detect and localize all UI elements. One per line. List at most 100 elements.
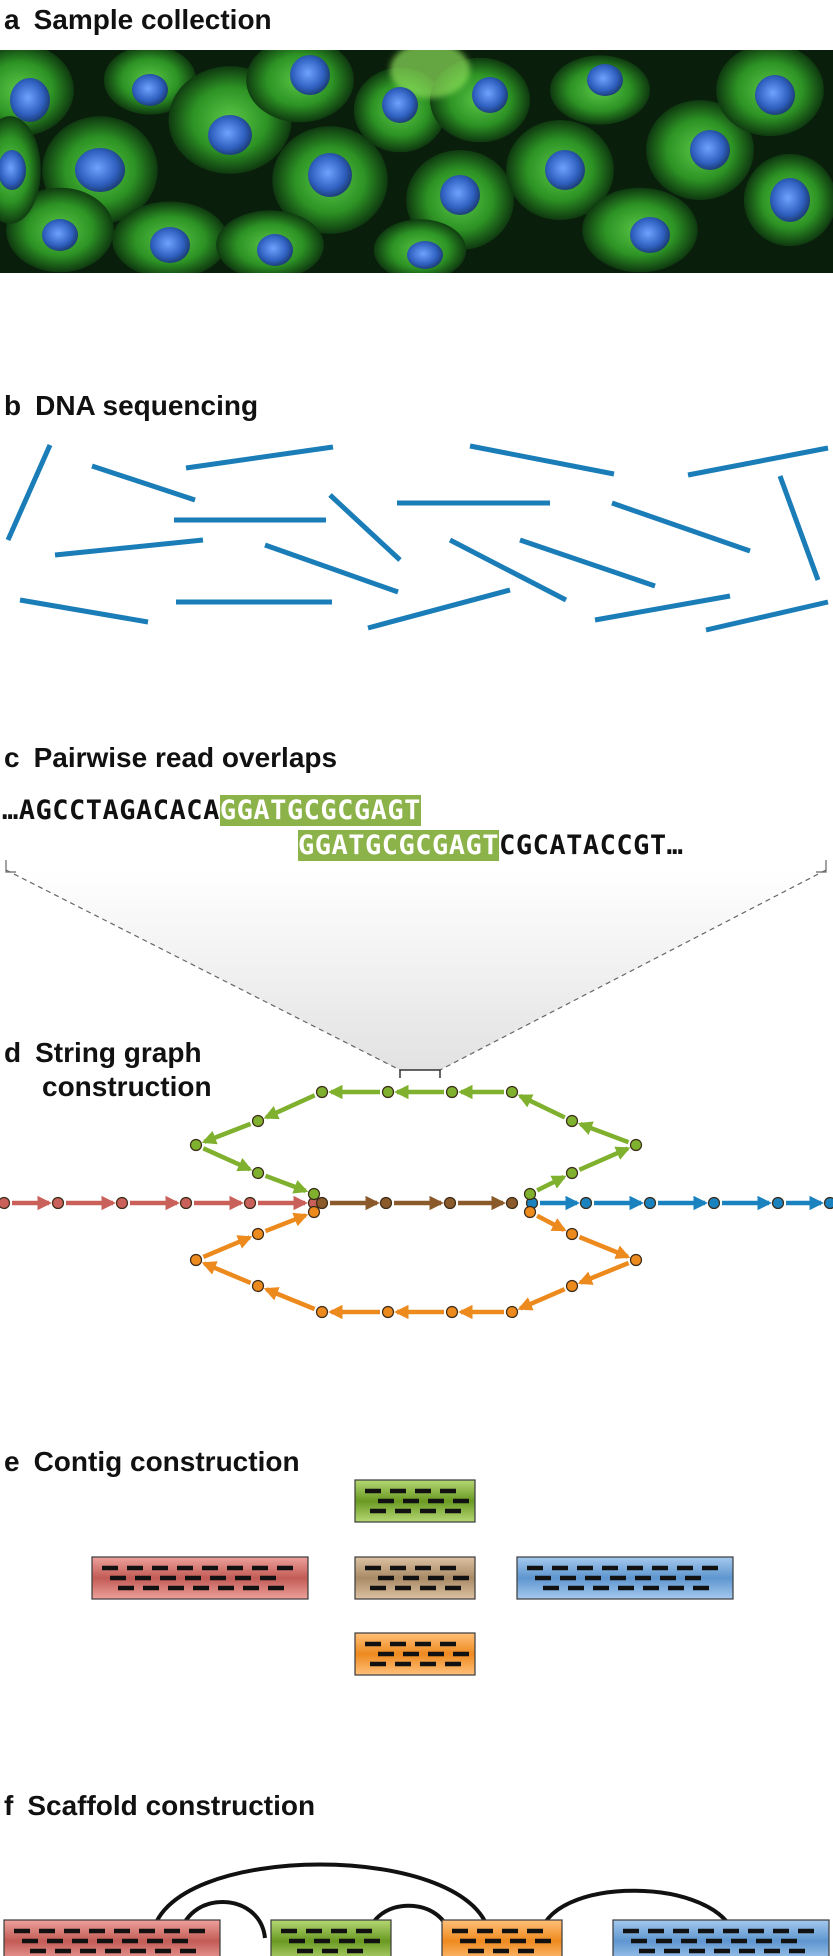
graph-node: [179, 1196, 193, 1210]
graph-node: [315, 1196, 329, 1210]
graph-edge: [264, 1173, 309, 1194]
cell-nucleus: [308, 153, 352, 197]
graph-node: [379, 1196, 393, 1210]
bracket-left: [5, 860, 16, 873]
sequencing-read: [519, 537, 656, 589]
panel-letter: c: [4, 742, 20, 773]
sequencing-read: [687, 445, 829, 478]
cell-nucleus: [587, 64, 623, 96]
cell-nucleus: [630, 217, 670, 253]
scaffold-link: [150, 1862, 492, 1939]
graph-edge: [517, 1093, 566, 1120]
scaffold-link: [538, 1888, 737, 1939]
graph-edge: [201, 1261, 252, 1285]
graph-node: [707, 1196, 721, 1210]
graph-node: [251, 1114, 265, 1128]
graph-edge: [263, 1287, 316, 1312]
cell-nucleus: [755, 75, 795, 115]
cell-nucleus: [472, 77, 508, 113]
cell-nucleus: [545, 150, 585, 190]
cell-nucleus: [257, 234, 293, 266]
read-two-overlap: GGATGCGCGAGT: [298, 830, 500, 861]
cell-nucleus: [290, 55, 330, 95]
graph-node: [381, 1305, 395, 1319]
graph-node: [381, 1085, 395, 1099]
graph-node: [315, 1305, 329, 1319]
graph-node: [307, 1205, 321, 1219]
graph-node: [445, 1305, 459, 1319]
zoom-left-line: [5, 869, 401, 1071]
sequencing-read: [54, 537, 204, 558]
panel-title-line2: construction: [42, 1071, 212, 1102]
sequencing-read: [328, 493, 402, 562]
graph-node: [523, 1205, 537, 1219]
cell-nucleus: [42, 219, 78, 251]
panel-letter: d: [4, 1037, 22, 1068]
cell-nucleus: [770, 178, 810, 222]
cell-nucleus: [440, 175, 480, 215]
sequencing-read: [469, 443, 615, 477]
panel-letter: e: [4, 1446, 20, 1477]
graph-node: [0, 1196, 11, 1210]
graph-node: [189, 1138, 203, 1152]
panel-c-label: c Pairwise read overlaps: [4, 742, 337, 774]
sequencing-read: [19, 597, 149, 625]
graph-node: [315, 1085, 329, 1099]
read-two-suffix: CGCATACCGT…: [499, 830, 684, 861]
graph-node: [629, 1253, 643, 1267]
string-graph: [0, 1084, 833, 1320]
sequencing-read: [611, 500, 751, 554]
graph-node: [445, 1085, 459, 1099]
sequencing-reads: [5, 443, 829, 633]
cell-nucleus: [382, 87, 418, 123]
graph-node: [115, 1196, 129, 1210]
sequencing-read: [705, 599, 829, 633]
graph-edge: [577, 1121, 630, 1145]
graph-edge: [536, 1175, 567, 1193]
graph-edge: [536, 1213, 567, 1232]
cell-nucleus: [690, 130, 730, 170]
sequencing-read: [5, 443, 53, 542]
sequencing-read: [367, 587, 511, 631]
sequencing-read: [777, 475, 821, 581]
panel-title-line1: String graph: [35, 1037, 202, 1068]
graph-edge: [201, 1121, 252, 1145]
graph-node: [771, 1196, 785, 1210]
graph-node: [251, 1227, 265, 1241]
graph-node: [505, 1196, 519, 1210]
cell-nucleus: [132, 74, 168, 106]
cell-nucleus: [0, 150, 26, 190]
panel-title: DNA sequencing: [35, 390, 259, 421]
graph-node: [189, 1253, 203, 1267]
panel-title: Sample collection: [33, 4, 272, 35]
cell-nucleus: [208, 115, 252, 155]
panel-letter: f: [4, 1790, 14, 1821]
zoom-right-line: [439, 869, 827, 1071]
read-two: GGATGCGCGAGTCGCATACCGT…: [298, 830, 683, 861]
panel-f-label: f Scaffold construction: [4, 1790, 315, 1822]
zoom-connector: [5, 860, 827, 1078]
graph-edge: [263, 1093, 316, 1120]
panel-title: Scaffold construction: [27, 1790, 316, 1821]
cell-nucleus: [150, 227, 190, 263]
zoom-cone: [6, 870, 826, 1070]
cell-nucleus: [10, 78, 50, 122]
graph-node: [523, 1187, 537, 1201]
read-one-overlap: GGATGCGCGAGT: [219, 795, 421, 826]
graph-node: [565, 1166, 579, 1180]
sequencing-read: [185, 444, 334, 471]
graph-node: [51, 1196, 65, 1210]
read-one-prefix: …AGCCTAGACACA: [2, 795, 220, 826]
sequencing-read: [448, 537, 568, 603]
sequencing-read: [264, 542, 399, 595]
graph-edge: [517, 1287, 566, 1311]
sequencing-read: [594, 593, 731, 623]
graph-node: [579, 1196, 593, 1210]
scaffold-diagram: [3, 1862, 830, 1956]
panel-title: Pairwise read overlaps: [33, 742, 338, 773]
graph-edge: [264, 1212, 309, 1234]
graph-node: [443, 1196, 457, 1210]
graph-node: [243, 1196, 257, 1210]
